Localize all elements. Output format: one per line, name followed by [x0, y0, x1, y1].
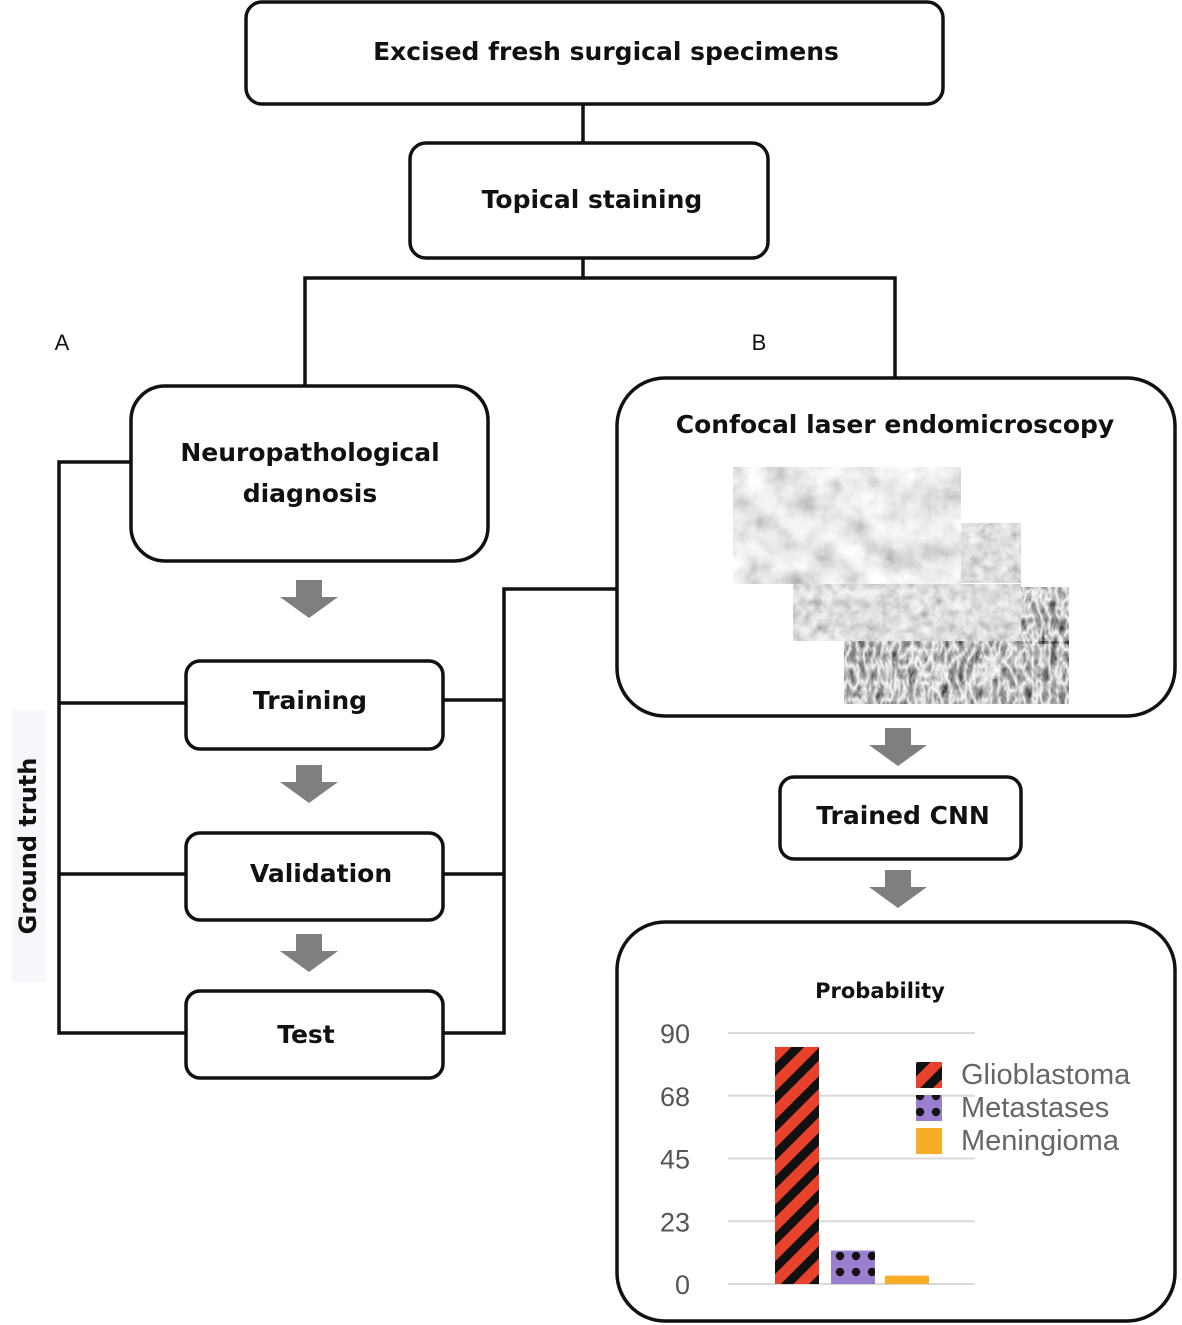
flow-arrows: [280, 580, 927, 972]
excised-specimens-box: [244, 0, 945, 106]
cle-label: Confocal laser endomicroscopy: [676, 410, 1114, 439]
arrow-down-icon: [280, 580, 338, 618]
bar-glioblastoma: [775, 1046, 819, 1284]
topical-staining-box: [408, 141, 770, 260]
bar-metastases: [831, 1250, 875, 1284]
validation-box: [184, 831, 445, 922]
topical-staining-label: Topical staining: [482, 185, 703, 214]
excised-specimens-label: Excised fresh surgical specimens: [373, 37, 839, 66]
y-tick-label: 23: [660, 1207, 690, 1237]
arrow-down-icon: [869, 870, 927, 908]
cle-image-1: [733, 467, 961, 584]
training-label: Training: [253, 686, 367, 715]
test-label: Test: [277, 1020, 335, 1049]
cle-data-bracket: [443, 587, 617, 1035]
chart-y-ticks: 0 23 45 68 90: [660, 1019, 690, 1300]
branch-a-label: A: [55, 330, 70, 355]
arrow-down-icon: [869, 728, 927, 766]
y-tick-label: 90: [660, 1019, 690, 1049]
ground-truth-label-bg: [12, 710, 46, 982]
arrow-down-icon: [280, 934, 338, 972]
legend-label-meningioma: Meningioma: [961, 1125, 1120, 1157]
probability-chart: Probability 0 23 45 68 90 GlioblastomaMetast…: [660, 979, 1131, 1300]
branch-b-label: B: [752, 330, 767, 355]
bar-meningioma: [885, 1275, 929, 1284]
cle-image-2: [793, 584, 1021, 641]
y-tick-label: 68: [660, 1082, 690, 1112]
neuropathological-diagnosis-box: [129, 384, 490, 563]
legend-label-glioblastoma: Glioblastoma: [961, 1059, 1131, 1091]
trained-cnn-label: Trained CNN: [816, 801, 990, 830]
cle-image-2-edge: [961, 523, 1021, 583]
chart-title: Probability: [815, 979, 945, 1003]
connector-staining-to-a: [303, 258, 585, 386]
connector-staining-to-b: [583, 276, 897, 378]
chart-bars: [775, 1046, 929, 1284]
validation-label: Validation: [250, 859, 392, 888]
ground-truth-bracket: [57, 460, 186, 1035]
legend-swatch-glioblastoma: [916, 1062, 942, 1088]
y-tick-label: 45: [660, 1145, 690, 1175]
cle-image-3: [844, 641, 1069, 704]
arrow-down-icon: [280, 765, 338, 803]
test-box: [184, 989, 445, 1080]
cle-image-3-edge: [1021, 587, 1069, 644]
connector-lines: [57, 104, 897, 1035]
neuropathological-label-line2: diagnosis: [243, 479, 378, 508]
training-box: [184, 659, 445, 751]
legend-swatch-meningioma: [916, 1128, 942, 1154]
trained-cnn-box: [778, 775, 1023, 861]
legend-label-metastases: Metastases: [961, 1092, 1109, 1124]
neuropathological-label-line1: Neuropathological: [180, 438, 439, 467]
y-tick-label: 0: [675, 1270, 690, 1300]
cle-image-stack: [733, 467, 1069, 704]
ground-truth-label: Ground truth: [14, 758, 42, 935]
legend-swatch-metastases: [916, 1095, 942, 1121]
